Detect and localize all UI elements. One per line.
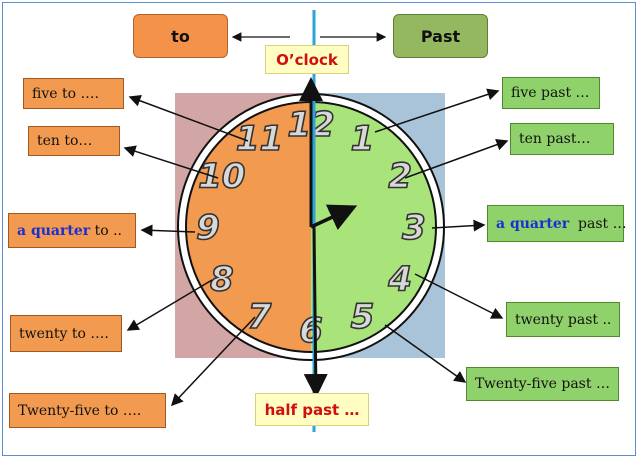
twenty-past-label: twenty past ..	[506, 302, 620, 337]
quarter-to-tail: to ..	[90, 222, 122, 239]
clock-number: 8	[210, 260, 234, 300]
frame-border	[2, 2, 636, 456]
clock-number: 6	[299, 311, 323, 351]
to-half-face	[186, 102, 311, 352]
half-past-label: half past …	[255, 393, 369, 426]
twentyfive-past-label: Twenty-five past …	[466, 367, 619, 401]
twenty-to-label: twenty to ….	[10, 315, 122, 352]
hour-hand	[310, 204, 358, 231]
arrow-quarter-to	[140, 224, 196, 237]
arrow-twentyfive-past	[384, 324, 467, 383]
hand-down-to-half	[303, 226, 328, 398]
quarter-to-label: a quarter to ..	[8, 213, 136, 248]
twentyfive-to-label: Twenty-five to ….	[9, 393, 166, 428]
five-past-label: five past …	[502, 77, 600, 109]
clock-number: 1	[351, 119, 375, 159]
arrow-twenty-past	[414, 273, 504, 319]
clock-numbers: 121234567891011	[195, 104, 426, 352]
clock-number: 5	[351, 297, 375, 337]
arrow-five-past	[374, 88, 500, 133]
clock-number: 4	[387, 260, 412, 300]
ten-to-label: ten to…	[28, 126, 120, 156]
clock-number: 2	[388, 157, 412, 197]
past-half-face	[311, 102, 436, 352]
to-header: to	[133, 14, 228, 58]
arrow-ten-to	[123, 145, 219, 179]
quarter-to-emphasis: a quarter	[17, 222, 91, 239]
ten-past-label: ten past…	[510, 123, 614, 155]
arrow-quarter-past	[431, 219, 486, 232]
oclock-label: O’clock	[265, 45, 349, 74]
quarter-past-tail: past …	[569, 215, 627, 232]
clock-number: 10	[198, 157, 245, 197]
quarter-past-emphasis: a quarter	[496, 215, 570, 232]
clock-number: 3	[402, 208, 426, 248]
arrow-five-to	[128, 95, 249, 142]
quarter-past-label: a quarter past …	[487, 205, 627, 242]
arrow-ten-past	[404, 138, 509, 179]
arrow-twentyfive-to	[170, 316, 256, 407]
clock-number: 7	[248, 297, 272, 337]
clock-number: 9	[196, 208, 220, 248]
arrow-twenty-to	[126, 279, 213, 331]
five-to-label: five to ….	[23, 78, 124, 109]
past-header: Past	[393, 14, 488, 58]
